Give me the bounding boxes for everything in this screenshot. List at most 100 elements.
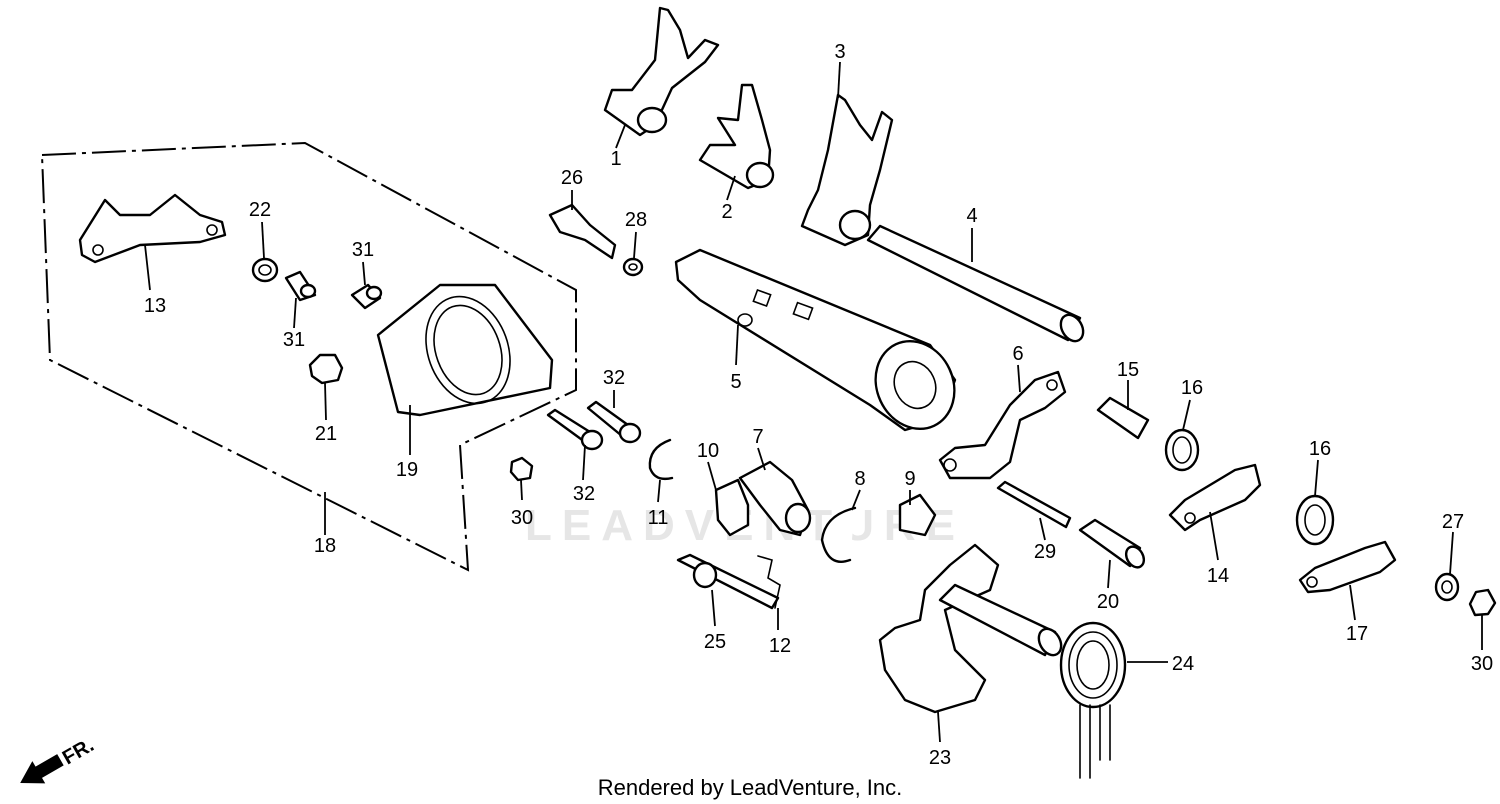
callout-16b: 16 [1309,438,1331,460]
callout-23: 23 [929,747,951,769]
render-credit: Rendered by LeadVenture, Inc. [598,775,903,800]
callout-29: 29 [1034,541,1056,563]
fork-2-boss [745,161,775,189]
washer-28-hole [628,263,638,271]
spindle-end [1037,627,1063,657]
callout-4: 4 [966,205,977,227]
shift-fork-2 [698,83,772,190]
pin-25 [676,553,780,610]
callout-9: 9 [904,468,915,490]
callout-25: 25 [704,631,726,653]
shift-arm-14 [1168,463,1262,532]
spring-16b [1295,494,1335,546]
callout-15: 15 [1117,359,1139,381]
callout-30a: 30 [511,507,533,529]
callout-22: 22 [249,199,271,221]
plate-13 [78,193,227,264]
callout-1: 1 [610,148,621,170]
callout-26: 26 [561,167,583,189]
fork-3-boss [838,209,872,241]
stud-29 [996,480,1072,529]
washer-28 [622,257,644,277]
cap-21 [308,353,344,385]
spring-12 [757,555,781,609]
callout-5: 5 [730,371,741,393]
neutral-switch-26 [548,203,617,260]
arrow-icon [20,754,64,784]
callout-31b: 31 [283,329,305,351]
oil-seal-22 [251,257,279,283]
callout-labels: 1 2 3 4 5 6 7 8 9 10 11 12 13 14 15 16 1… [144,41,1493,769]
callout-19: 19 [396,459,418,481]
plate-6-hole [943,458,957,472]
plate-hole [206,224,218,236]
arm-14-hole [1184,512,1196,524]
direction-label: FR. [59,734,98,769]
nut-30a [509,456,534,482]
bolt-32a-head [618,422,642,444]
drum-slot [752,288,772,308]
plate-hole [92,244,104,256]
washer-27 [1434,572,1460,602]
callout-2: 2 [721,201,732,223]
gearcase-cover-outline [40,141,577,572]
front-direction-indicator: FR. [20,734,98,784]
circlip-11 [648,438,674,481]
callout-24: 24 [1172,653,1194,675]
collar-8 [820,506,857,563]
guide-10 [714,478,750,537]
callout-21: 21 [315,423,337,445]
callout-13: 13 [144,295,166,317]
bolt-32b-head [580,429,604,451]
callout-7: 7 [752,426,763,448]
callout-16a: 16 [1181,377,1203,399]
arm-17 [1298,540,1397,594]
drum-star [874,339,956,431]
callout-10: 10 [697,440,719,462]
pin-25-head [692,561,718,589]
callout-18: 18 [314,535,336,557]
callout-3: 3 [834,41,845,63]
callout-14: 14 [1207,565,1229,587]
shift-fork-3 [800,93,894,247]
gasket-ring [425,295,511,405]
spindle-shaft [938,583,1057,657]
spacer-15 [1096,396,1150,440]
shift-spindle-23 [878,543,1000,714]
gasket-teeth [433,304,503,396]
washer-27-hole [1441,580,1453,594]
callout-11: 11 [648,507,669,529]
drum-slot [792,301,814,321]
drum-hole [737,313,753,327]
fork-1-boss [636,106,668,134]
callout-31a: 31 [352,239,374,261]
callout-6: 6 [1012,343,1023,365]
return-spring-24 [1059,621,1127,779]
drum-star-center [893,360,937,410]
callout-30b: 30 [1471,653,1493,675]
collar-31a-end [299,283,317,299]
fork-shaft-4 [866,224,1082,342]
collar-31b-end [365,285,383,301]
gear-7 [784,502,812,534]
callout-27: 27 [1442,511,1464,533]
callout-32a: 32 [603,367,625,389]
arm-17-hole [1306,576,1318,588]
callout-17: 17 [1346,623,1368,645]
plate-6-hole [1046,379,1058,391]
callout-32b: 32 [573,483,595,505]
fork-shaft-end [1059,313,1085,343]
collar-20-end [1124,545,1146,569]
callout-8: 8 [854,468,865,490]
callout-12: 12 [769,635,791,657]
stopper-plate-6 [938,370,1067,480]
gasket-19 [376,283,554,417]
callout-20: 20 [1097,591,1119,613]
stopper-9 [898,493,937,537]
nut-30b [1468,588,1497,617]
callout-28: 28 [625,209,647,231]
oil-seal-bore [258,264,272,276]
leader-lines [144,61,1483,743]
spring-16a [1164,428,1200,472]
